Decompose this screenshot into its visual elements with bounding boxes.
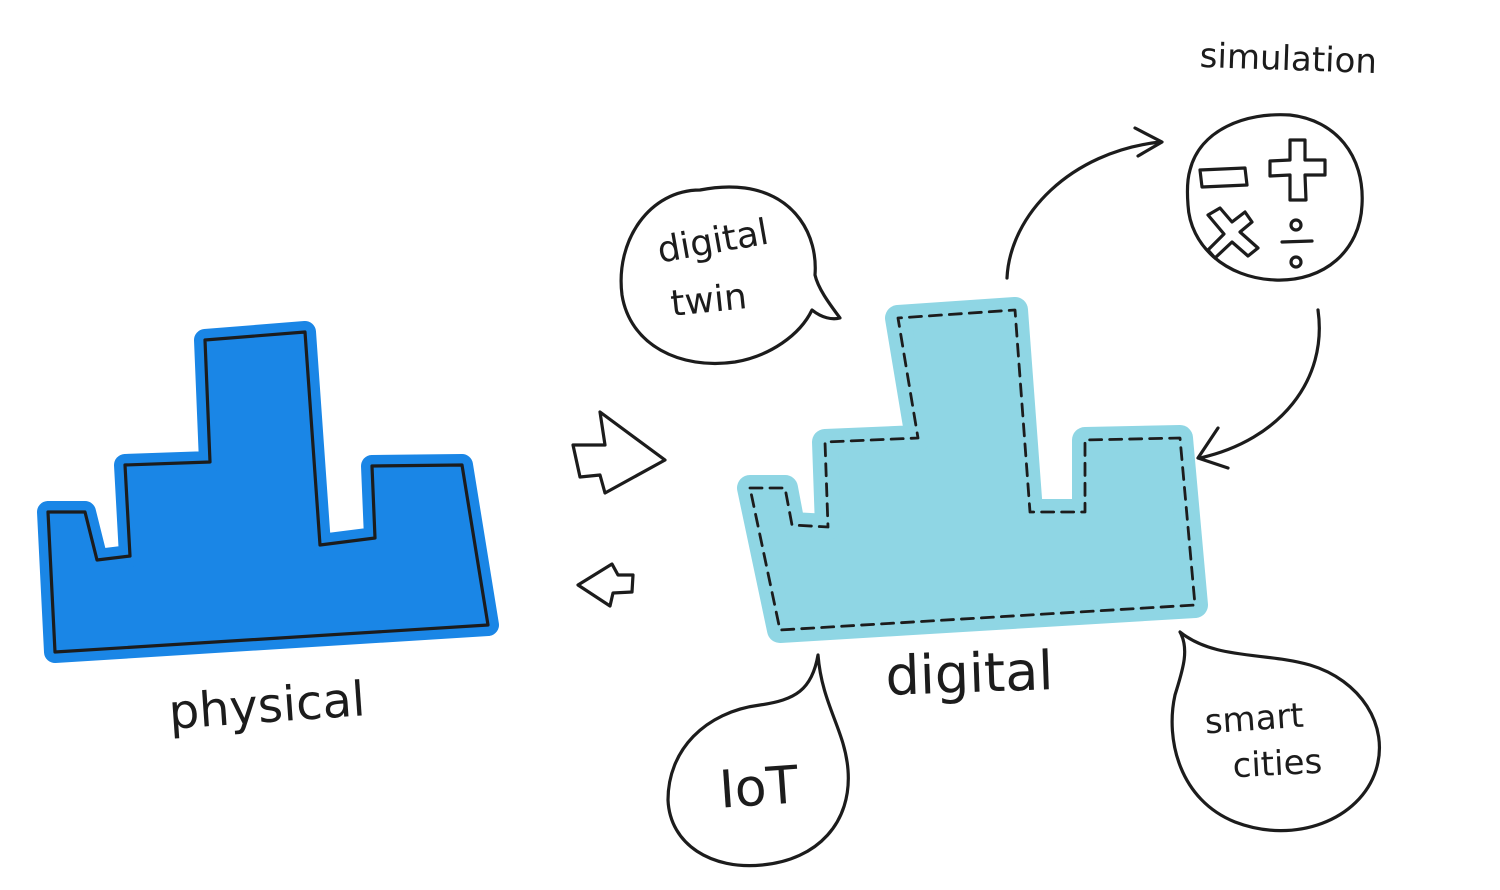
smart-cities-bubble: smart cities [1170,630,1382,833]
arrow-right-icon [571,410,667,495]
iot-bubble-outline [666,653,850,868]
digital-building-outline [748,308,1197,632]
arrow-from-simulation [1198,308,1321,460]
smart-cities-line1: smart [1203,696,1305,743]
simulation-circle [1185,113,1364,282]
digital-building [737,297,1208,643]
digital-twin-line2: twin [669,276,749,325]
arrow-from-simulation-head [1196,426,1230,470]
physical-building-shape [37,321,499,663]
smart-cities-line2: cities [1232,742,1324,787]
iot-label: IoT [717,755,800,820]
digital-twin-bubble-outline [619,185,842,365]
iot-bubble: IoT [666,653,850,868]
physical-building-outline [46,330,490,654]
plus-icon [1268,138,1327,202]
digital-twin-bubble: digital twin [619,185,842,365]
smart-cities-bubble-outline [1170,630,1382,833]
digital-twin-line1: digital [654,212,771,272]
physical-building [37,321,499,663]
simulation-label: simulation [1199,36,1378,82]
physical-label: physical [167,671,367,741]
arrow-to-simulation [1005,140,1162,280]
digital-label: digital [884,639,1054,708]
simulation-circle-outline [1185,113,1364,282]
multiply-icon [1206,206,1260,260]
digital-building-shape [737,297,1208,643]
minus-icon [1198,166,1249,189]
arrow-to-simulation-head [1133,126,1164,158]
divide-icon [1280,218,1314,269]
arrow-left-icon [576,562,635,608]
